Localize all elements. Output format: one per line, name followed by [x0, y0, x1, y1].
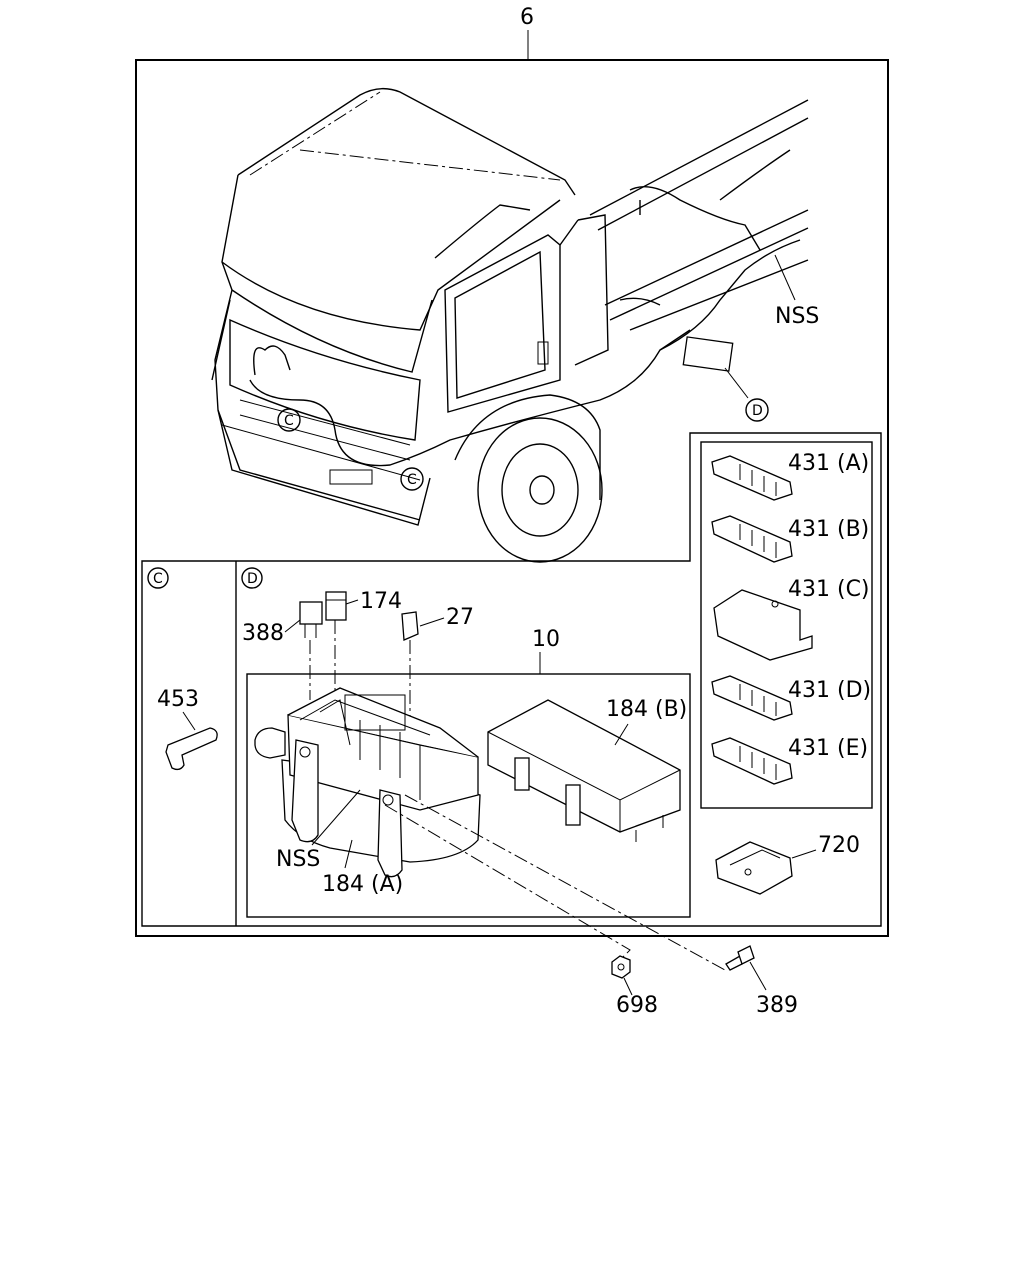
leader-698: [623, 977, 633, 996]
bolt-389: [725, 945, 755, 971]
bracket-720: [715, 841, 793, 895]
nut-698: [611, 955, 631, 979]
label-388: 388: [242, 621, 284, 646]
fuse-27: [401, 611, 419, 641]
connector-431e: [711, 737, 793, 785]
callout-c-left: [277, 408, 301, 432]
leader-184a: [344, 839, 353, 869]
fuse-box-frame: [246, 673, 691, 918]
parts-panel-431: [700, 441, 873, 809]
label-184a: 184 (A): [322, 872, 403, 897]
leader-nss-box: [311, 789, 361, 846]
label-431c: 431 (C): [788, 577, 870, 602]
label-720: 720: [818, 833, 860, 858]
label-nss-box: NSS: [276, 847, 320, 872]
label-431a: 431 (A): [788, 451, 869, 476]
leader-720: [791, 849, 817, 859]
callout-c-right: [400, 467, 424, 491]
section-d-marker-text: D: [247, 571, 258, 587]
label-431b: 431 (B): [788, 517, 869, 542]
leader-453: [182, 711, 196, 731]
label-nss-truck: NSS: [775, 304, 819, 329]
connector-431c: [713, 589, 813, 661]
connector-431d: [711, 675, 793, 721]
leader-388: [284, 619, 301, 633]
label-184b: 184 (B): [606, 697, 687, 722]
label-431e: 431 (E): [788, 736, 868, 761]
label-6: 6: [520, 5, 534, 30]
drop-line-389: [404, 794, 726, 971]
fuse-174: [325, 591, 347, 621]
outer-frame: [135, 59, 889, 937]
connector-431a: [711, 455, 793, 501]
section-c-marker-text: C: [153, 571, 163, 587]
relay-388: [299, 601, 323, 638]
connector-431b: [711, 515, 793, 563]
callout-c-left-text: C: [284, 413, 294, 429]
fuse-box-184a: [254, 687, 481, 878]
callout-c-right-text: C: [407, 472, 417, 488]
label-431d: 431 (D): [788, 678, 871, 703]
label-10: 10: [532, 627, 560, 652]
leader-174: [345, 599, 359, 605]
inner-frame: [141, 432, 882, 927]
label-174: 174: [360, 589, 402, 614]
cover-184b: [487, 699, 681, 842]
leader-389: [749, 961, 767, 991]
clip-453: [165, 727, 218, 771]
leader-27: [419, 617, 445, 627]
callout-d-truck: [745, 398, 769, 422]
label-453: 453: [157, 687, 199, 712]
section-c-marker: [147, 567, 169, 589]
section-d-marker: [241, 567, 263, 589]
label-698: 698: [616, 993, 658, 1018]
truck-drawing: [211, 87, 809, 563]
label-389: 389: [756, 993, 798, 1018]
label-27: 27: [446, 605, 474, 630]
callout-d-truck-text: D: [752, 403, 763, 419]
leader-184b: [614, 723, 629, 746]
